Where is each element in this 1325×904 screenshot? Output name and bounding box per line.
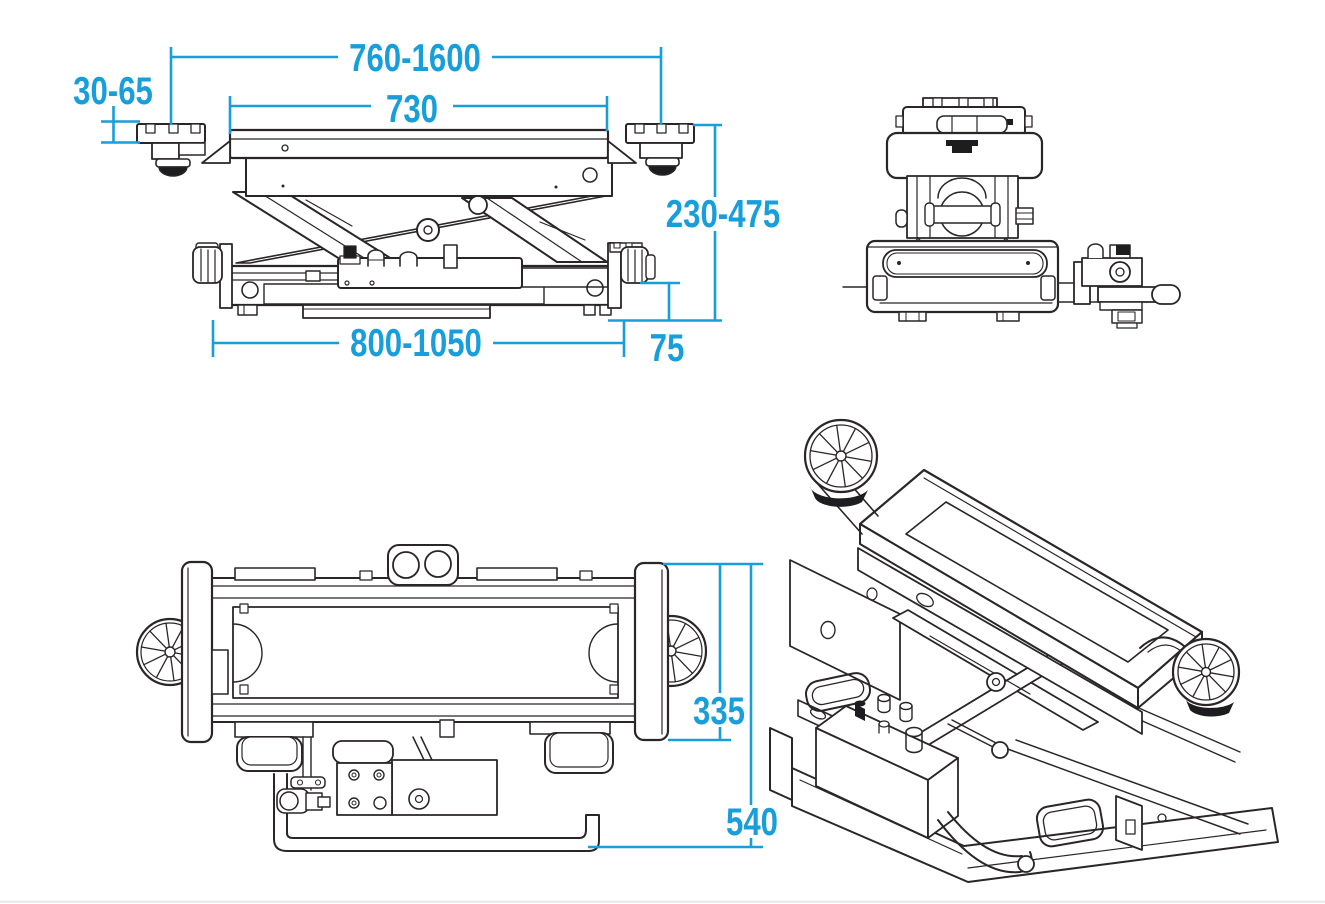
bottom-border <box>0 900 1325 903</box>
top-view <box>135 544 708 852</box>
iso-left-handle-loop <box>804 672 872 712</box>
iso-right-wheel <box>1171 637 1241 717</box>
dim-label-roller-offset: 75 <box>650 327 685 370</box>
dim-label-pad-height-range: 30-65 <box>73 70 153 113</box>
front-view-dimensions: 760-1600 730 30-65 230-475 800-1050 75 <box>73 37 780 370</box>
dim-label-overall-width: 540 <box>726 801 778 844</box>
dim-base-length-range: 800-1050 <box>211 320 626 365</box>
dim-label-body-width: 335 <box>693 690 745 733</box>
iso-center-handle-loop <box>1035 798 1105 848</box>
top-view-dimensions: 335 540 <box>588 562 778 849</box>
dim-label-lift-height-range: 230-475 <box>666 193 780 236</box>
dim-label-span-range: 760-1600 <box>349 37 481 80</box>
dim-overall-width: 540 <box>588 564 778 849</box>
dim-roller-offset: 75 <box>640 281 685 370</box>
dim-span-range: 760-1600 <box>169 37 663 125</box>
iso-left-wheel <box>803 418 879 535</box>
isometric-view <box>769 418 1279 883</box>
dim-label-platform-length: 730 <box>386 88 438 131</box>
dim-lift-height-range: 230-475 <box>608 123 780 322</box>
side-view <box>842 97 1181 329</box>
dim-platform-length: 730 <box>228 88 609 134</box>
front-view <box>136 123 695 319</box>
dim-body-width: 335 <box>668 564 745 742</box>
dim-label-base-length-range: 800-1050 <box>350 322 482 365</box>
dim-pad-height-range: 30-65 <box>73 70 153 144</box>
